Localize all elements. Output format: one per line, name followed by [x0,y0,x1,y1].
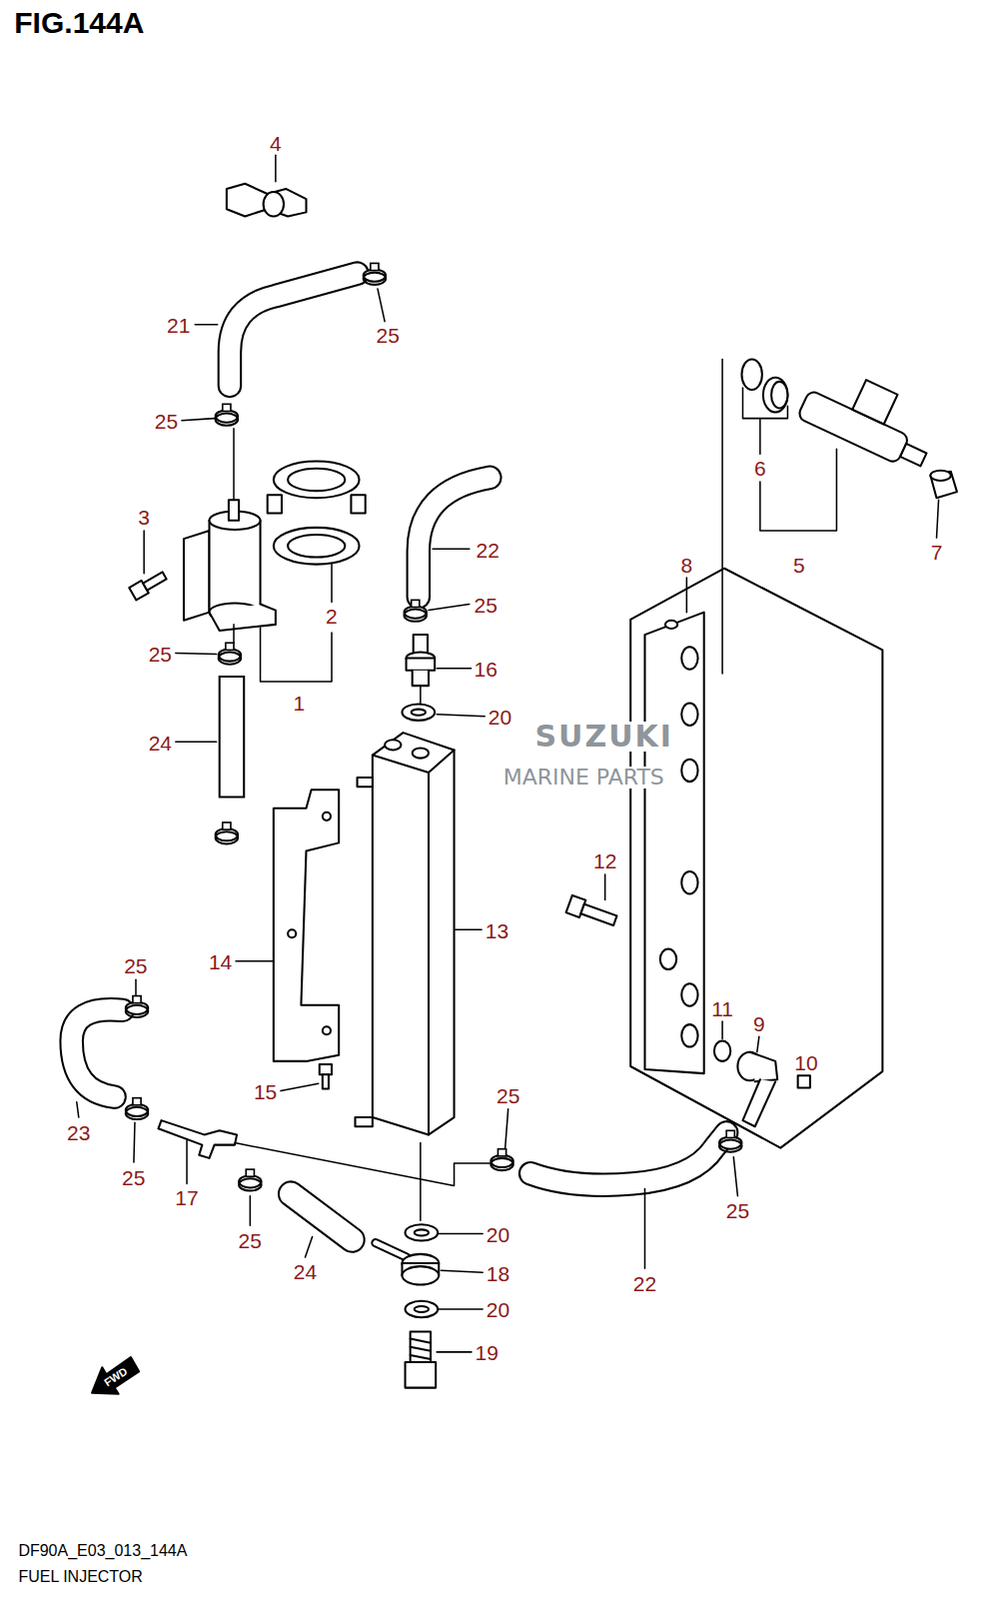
callout-number: 7 [929,540,946,562]
callout-number: 20 [486,706,514,728]
callout-number: 22 [474,538,502,560]
callout-number: 1 [290,691,307,713]
callout-number: 6 [752,456,769,478]
callout-number: 25 [373,324,401,346]
callout-number: 10 [792,1051,820,1073]
callout-number: 25 [494,1083,522,1105]
callout-number: 3 [135,505,152,527]
callout-number: 25 [119,1165,147,1187]
callout-number: 2 [323,604,340,626]
callout-number: 4 [267,132,284,154]
callout-number: 17 [172,1186,200,1208]
watermark: MARINE PARTS [501,766,667,789]
callout-number: 25 [146,642,174,664]
callout-number: 23 [64,1120,92,1142]
watermark: SUZUKI [532,721,676,752]
callout-number: 25 [472,593,500,615]
callout-number: 24 [291,1259,319,1281]
callout-number: 11 [709,998,736,1019]
callout-number: 12 [591,850,619,872]
figure-title: FIG.144A [13,7,144,38]
callout-number: 16 [472,658,500,680]
callout-number: 21 [164,313,192,335]
callout-number: 19 [473,1341,501,1363]
callout-number: 5 [791,553,808,575]
callout-number: 8 [679,553,696,575]
callout-number: 20 [484,1298,512,1320]
figure-code: DF90A_E03_013_144A [17,1542,187,1559]
callout-number: 13 [483,919,511,941]
callout-number: 15 [251,1079,279,1101]
callout-number: 14 [206,951,234,973]
callout-number: 25 [121,955,149,977]
callout-number: 18 [484,1261,512,1283]
callout-number: 22 [631,1271,659,1293]
callout-number: 25 [236,1229,264,1251]
callout-number: 9 [751,1012,768,1034]
figure-caption: FUEL INJECTOR [17,1568,142,1585]
callout-number: 25 [724,1199,752,1221]
callout-number: 24 [146,731,174,753]
callout-number: 25 [152,409,180,431]
callout-number: 20 [484,1222,512,1244]
